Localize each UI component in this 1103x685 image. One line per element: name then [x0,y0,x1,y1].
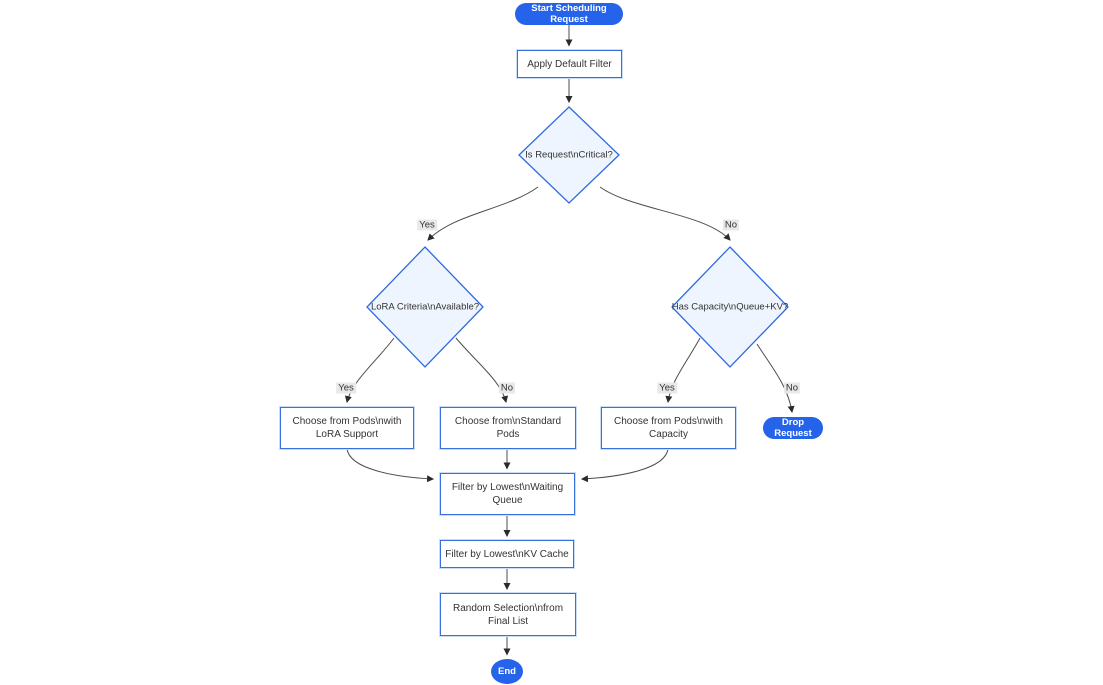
start-node: Start Scheduling Request [515,3,623,25]
edge-lora-no [455,337,509,404]
edge-capacity-yes [665,337,701,404]
drop-request-node: Drop Request [763,417,823,439]
edge-label-capacity-no: No [783,382,801,394]
decision-lora-criteria-shape [366,246,484,368]
edge-lora-yes [344,337,395,404]
node-line: Final List [487,615,528,627]
edge-label-capacity-yes: Yes [657,382,677,394]
filter-waiting-queue-node: Filter by Lowest\nWaiting Queue [440,473,575,515]
choose-standard-pods-node: Choose from\nStandard Pods [440,407,576,449]
end-node: End [491,659,523,684]
edge-label-lora-no: No [498,382,516,394]
decision-is-critical-shape [518,106,620,204]
node-line: Pods [496,429,520,440]
node-line: Random Selection\nfrom [452,602,564,614]
decision-is-critical-label: Is Request\nCritical? [525,149,613,161]
choose-capacity-pods-node: Choose from Pods\nwith Capacity [601,407,736,449]
edge-label-lora-yes: Yes [336,382,356,394]
decision-has-capacity-shape [671,246,789,368]
choose-lora-pods-node: Choose from Pods\nwith LoRA Support [280,407,414,449]
decision-has-capacity-label: Has Capacity\nQueue+KV? [671,301,789,313]
node-line: LoRA Support [315,429,379,440]
decision-lora-criteria-label: LoRA Criteria\nAvailable? [370,301,480,313]
edge-capacity-no [756,343,795,414]
node-line: Filter by Lowest\nWaiting [451,482,564,493]
edge-label-critical-yes: Yes [417,219,437,231]
edge-label-critical-no: No [722,219,740,231]
edge-critical-no [599,186,731,241]
node-line: Queue [492,495,523,506]
node-line: Choose from\nStandard [454,416,562,427]
apply-default-filter-node: Apply Default Filter [517,50,622,78]
node-line: Capacity [649,429,688,440]
node-line: Choose from Pods\nwith [614,416,723,427]
edge-capacitypods-filter [580,448,669,483]
node-line: Choose from Pods\nwith [292,416,402,427]
edge-critical-yes [427,186,539,241]
filter-kv-cache-node: Filter by Lowest\nKV Cache [440,540,574,568]
random-selection-node: Random Selection\nfrom Final List [440,593,576,636]
edge-lorapods-filter [346,448,435,483]
